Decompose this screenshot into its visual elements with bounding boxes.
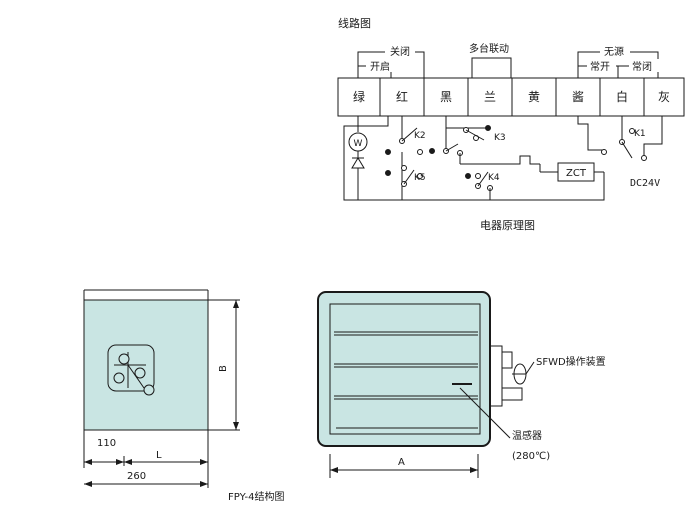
relay-label-k2: K2 [414, 131, 426, 141]
dim-l-label: L [156, 450, 162, 461]
structure-caption: FPY-4结构图 [228, 490, 284, 503]
terminal-box [643, 77, 685, 117]
terminal-label: 黄 [528, 90, 540, 104]
dim-a-label: A [398, 457, 405, 468]
terminal-label: 酱 [572, 89, 584, 104]
dim-110-label: 110 [97, 438, 116, 449]
relay-label-k4: K4 [488, 173, 500, 183]
terminal-label: 红 [396, 89, 408, 104]
label-no: 常开 [590, 60, 610, 73]
terminal-label: 绿 [353, 89, 365, 104]
diode-icon [351, 157, 365, 169]
terminal-label: 白 [616, 89, 628, 104]
dim-b-label: B [218, 365, 229, 372]
terminal-label: 兰 [484, 90, 496, 104]
wiring-heading: 线路图 [338, 16, 371, 30]
actuator-box [107, 344, 155, 392]
voltage-label: DC24V [630, 178, 660, 189]
front-view: SFWD操作装置 温感器 (280℃) A [317, 291, 606, 478]
wiring-caption: 电器原理图 [480, 219, 535, 232]
label-open: 开启 [370, 60, 390, 73]
wiring-diagram: 线路图 关闭 开启 多台联动 无源 常开 常闭 绿 红 [337, 16, 685, 232]
relay-label-k5: K5 [414, 173, 426, 183]
terminal-strip: 绿 红 黑 兰 黄 酱 白 灰 [337, 77, 685, 117]
circuit-wires: W K2 K3 [343, 116, 663, 201]
side-view: B 110 L 260 FPY-4结构图 [83, 289, 284, 503]
sensor-temp: (280℃) [512, 451, 550, 462]
dim-260-label: 260 [127, 471, 146, 482]
motor-label: W [354, 139, 363, 149]
label-nc: 常闭 [632, 60, 652, 73]
label-close: 关闭 [390, 45, 410, 58]
zct-label: ZCT [566, 168, 587, 179]
label-linkage: 多台联动 [469, 42, 509, 55]
relay-label-k3: K3 [494, 133, 506, 143]
sensor-label: 温感器 [512, 429, 542, 442]
device-label: SFWD操作装置 [536, 355, 606, 368]
relay-label-k1: K1 [634, 129, 646, 139]
bracket-linkage [471, 57, 512, 78]
inner-frame [329, 303, 481, 435]
terminal-label: 灰 [658, 90, 670, 104]
label-passive: 无源 [604, 45, 624, 58]
terminal-label: 黑 [440, 90, 452, 104]
